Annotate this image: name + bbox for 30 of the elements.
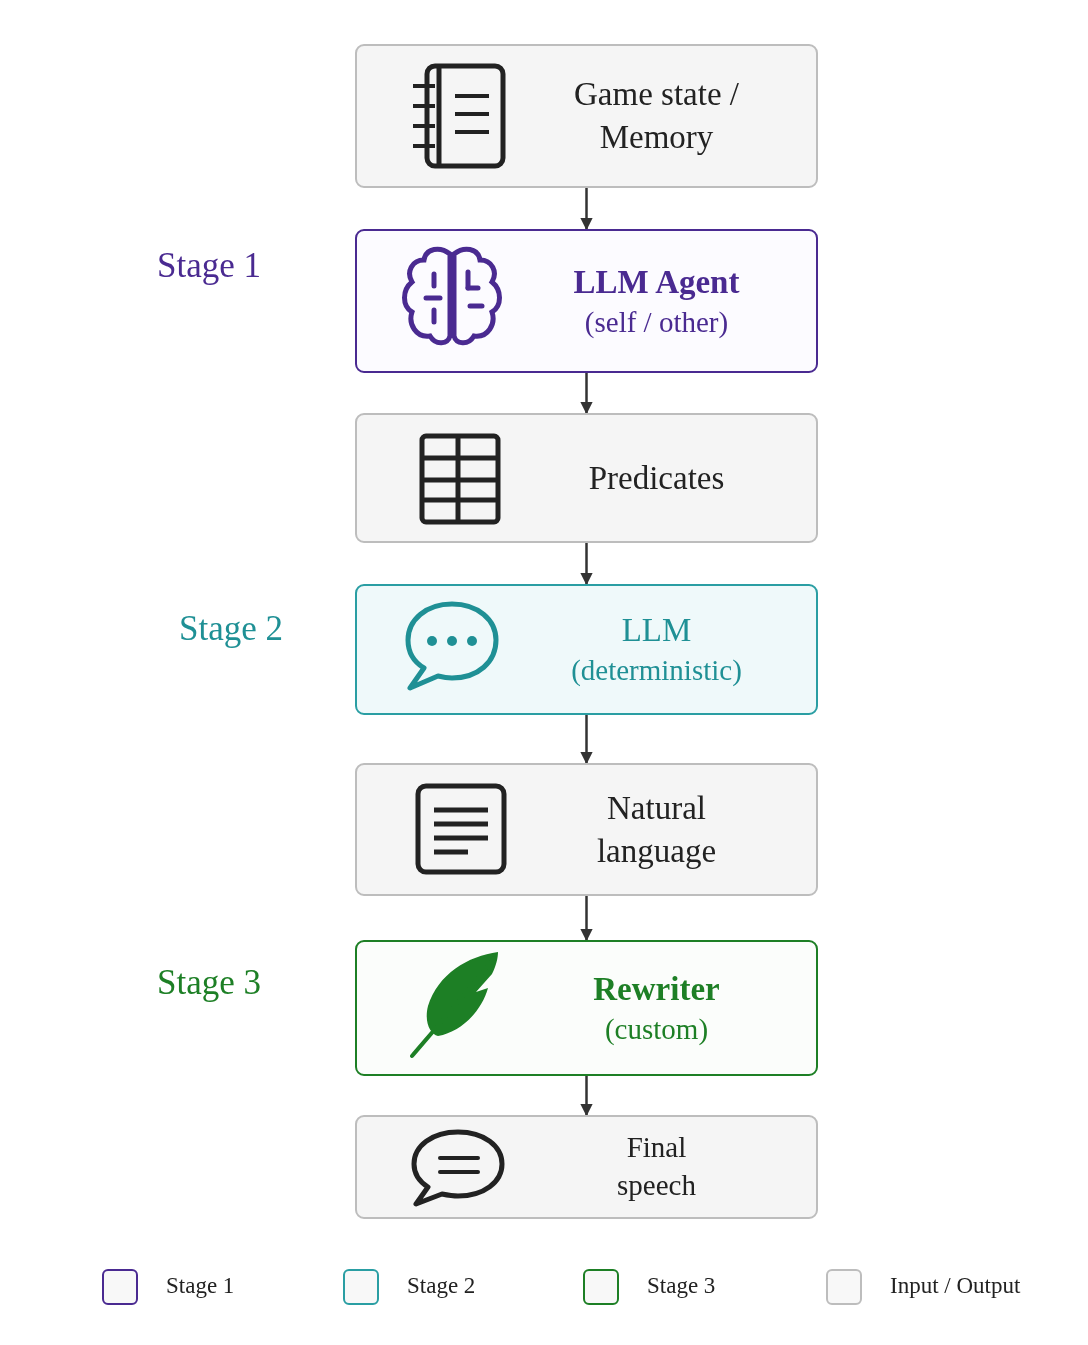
box-title: Rewriter [593,969,720,1009]
arrow [580,373,593,415]
arrow [580,715,593,765]
process-box [355,940,818,1076]
legend-label: Stage 3 [647,1273,716,1299]
box-title: Natural language [595,788,718,871]
arrow [580,188,593,231]
process-box [355,44,818,188]
arrow [580,896,593,942]
legend-label: Input / Output [890,1273,1021,1299]
process-box [355,763,818,896]
process-box [355,584,818,715]
stage-label: Stage 3 [157,963,261,1003]
box-title: Game state / Memory [573,75,740,157]
box-title: Predicates [588,458,725,498]
legend-label: Stage 2 [407,1273,476,1299]
stage-label: Stage 2 [179,609,283,649]
process-box [355,229,818,373]
box-subtitle: (self / other) [584,304,729,340]
process-box [355,1115,818,1219]
box-subtitle: (custom) [604,1011,709,1047]
stage-label: Stage 1 [157,246,261,286]
arrow [580,543,593,586]
box-subtitle: (deterministic) [571,653,742,689]
process-box [355,413,818,543]
arrow [580,1076,593,1117]
box-title: Final speech [616,1130,697,1203]
box-title: LLM Agent [573,262,740,302]
legend-label: Stage 1 [166,1273,235,1299]
box-title: LLM [621,611,692,651]
